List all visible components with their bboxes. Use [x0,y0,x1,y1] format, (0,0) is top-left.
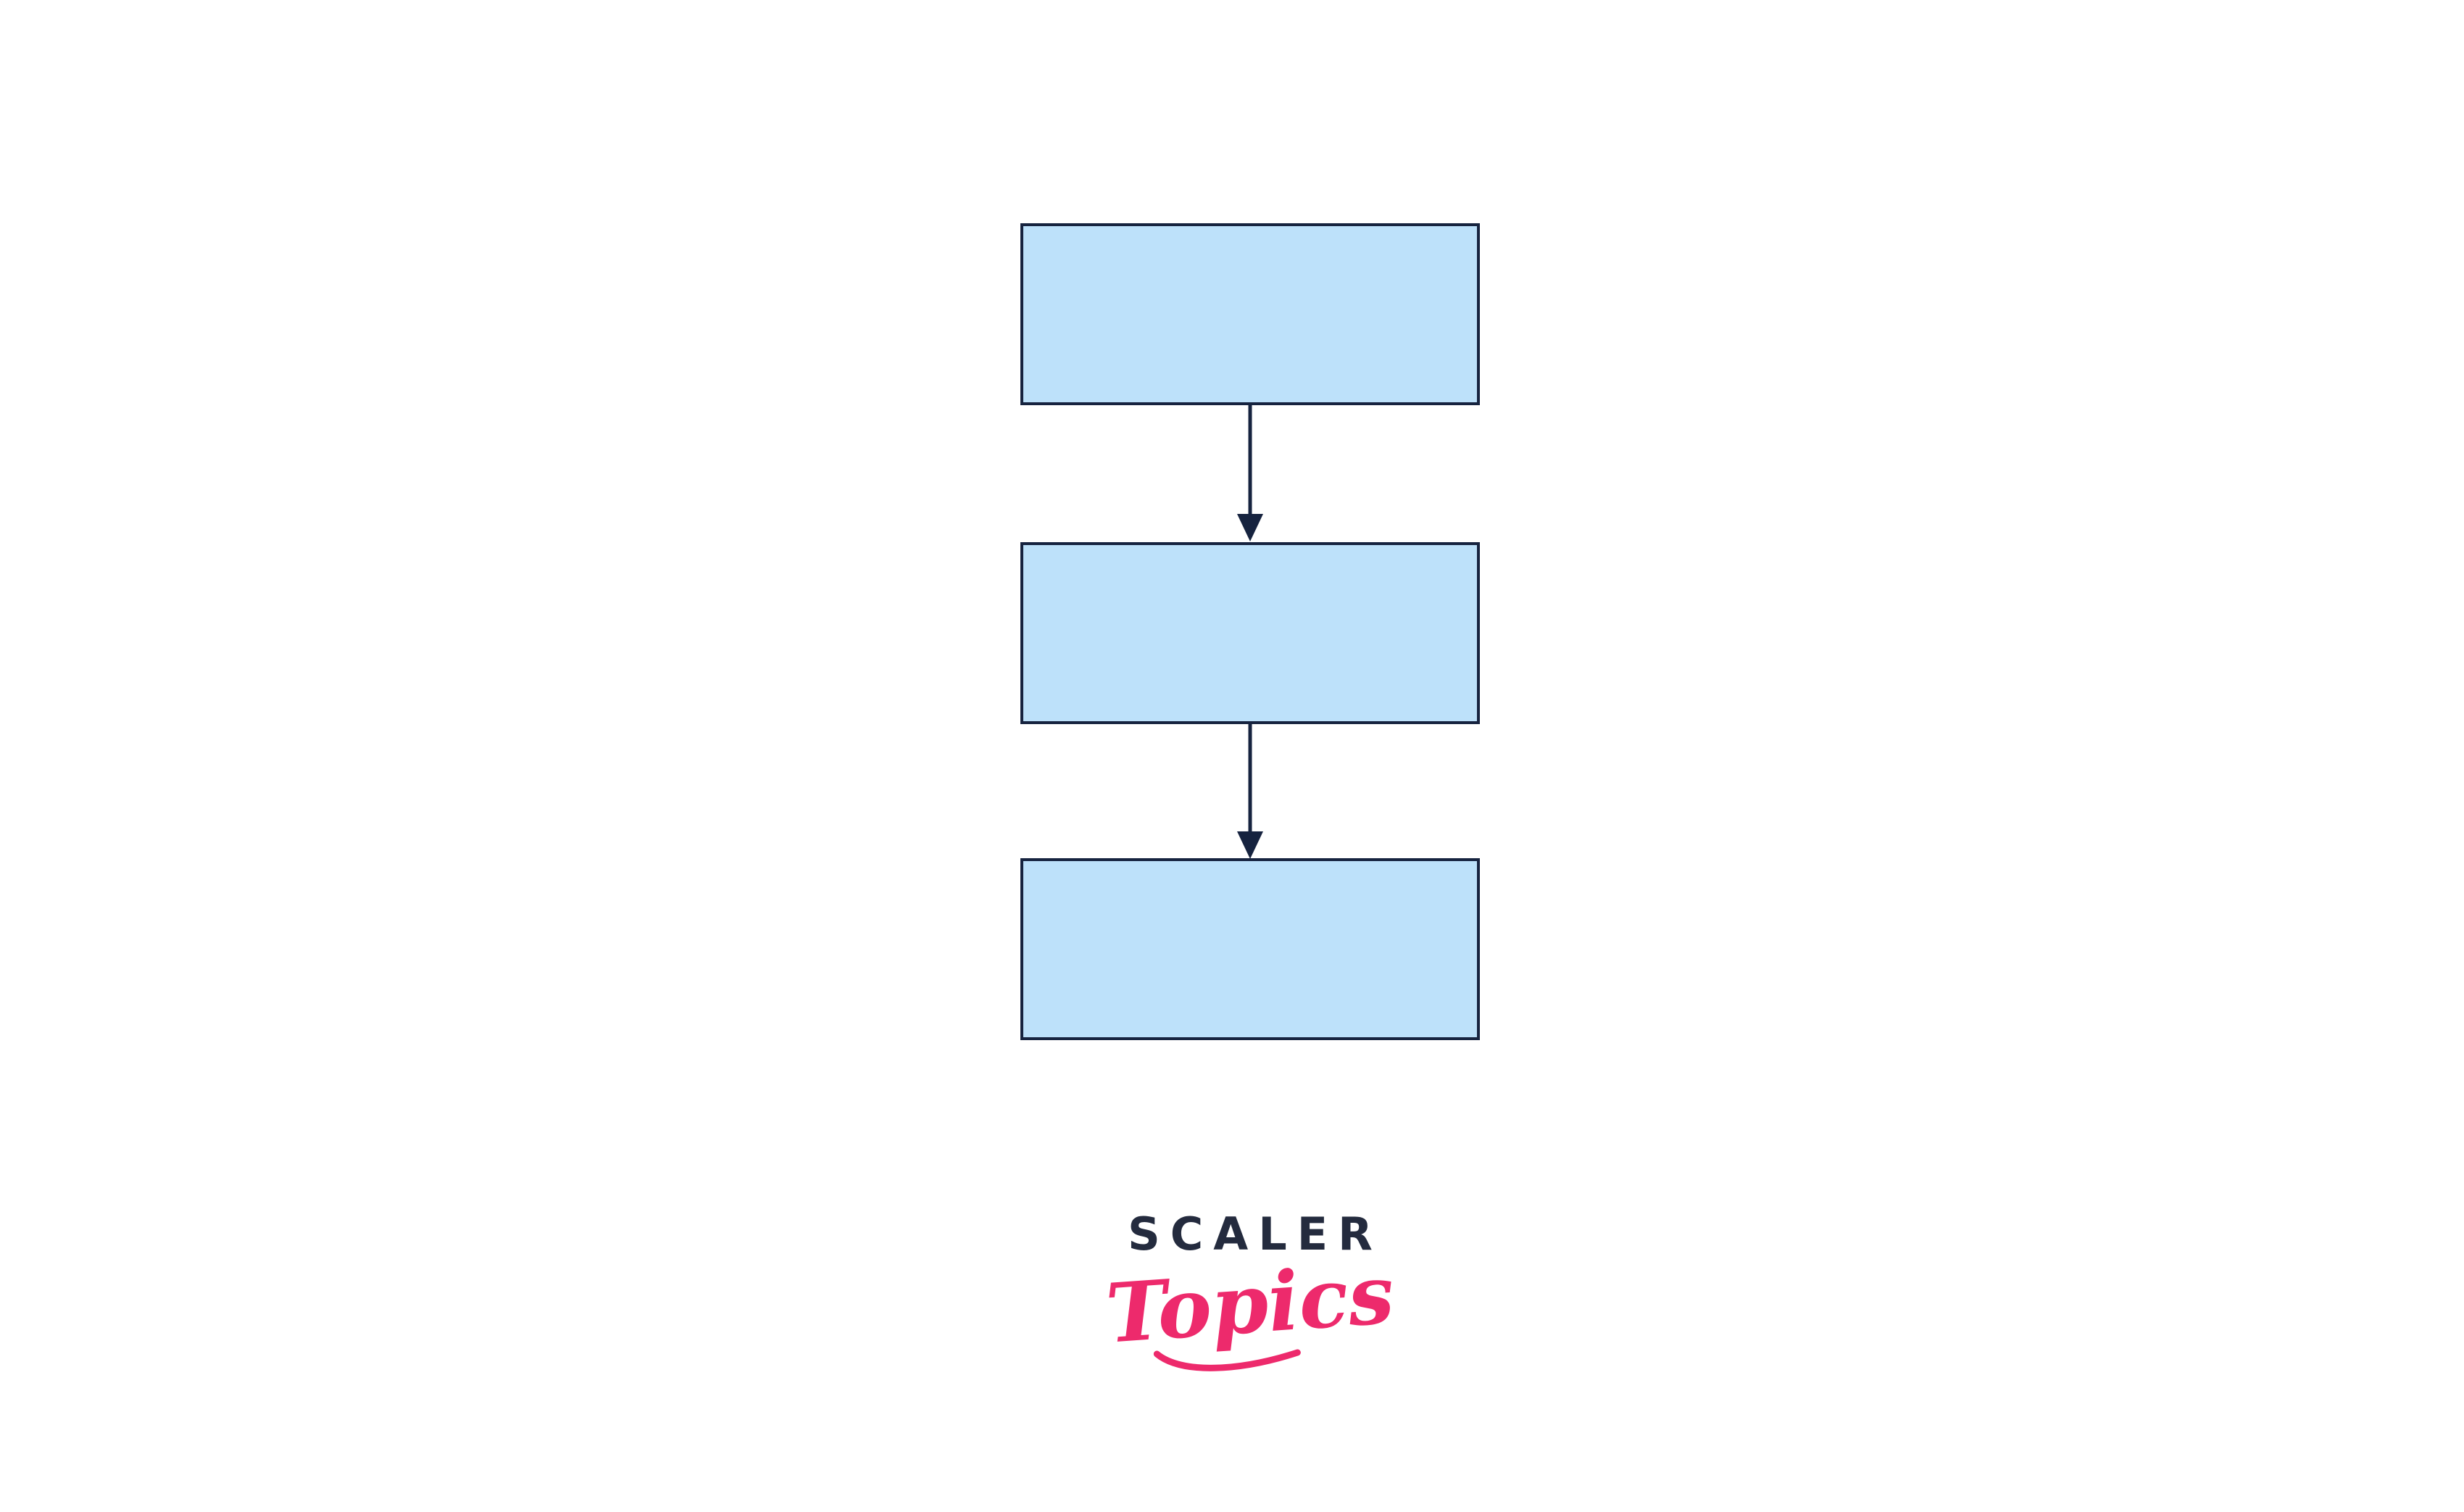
logo-topics-block: Topics [1103,1247,1397,1376]
flow-node-2 [1020,542,1480,724]
logo-scaler-text: SCALER [1128,1208,1383,1260]
flow-node-3 [1020,858,1480,1040]
logo-underline-flourish-icon [1153,1349,1301,1371]
flow-node-1 [1020,223,1480,405]
arrow-down-1 [1237,405,1263,541]
arrow-down-2 [1237,723,1263,859]
scaler-topics-logo: SCALER Topics [1103,1208,1397,1376]
logo-topics-text: Topics [1103,1247,1397,1362]
